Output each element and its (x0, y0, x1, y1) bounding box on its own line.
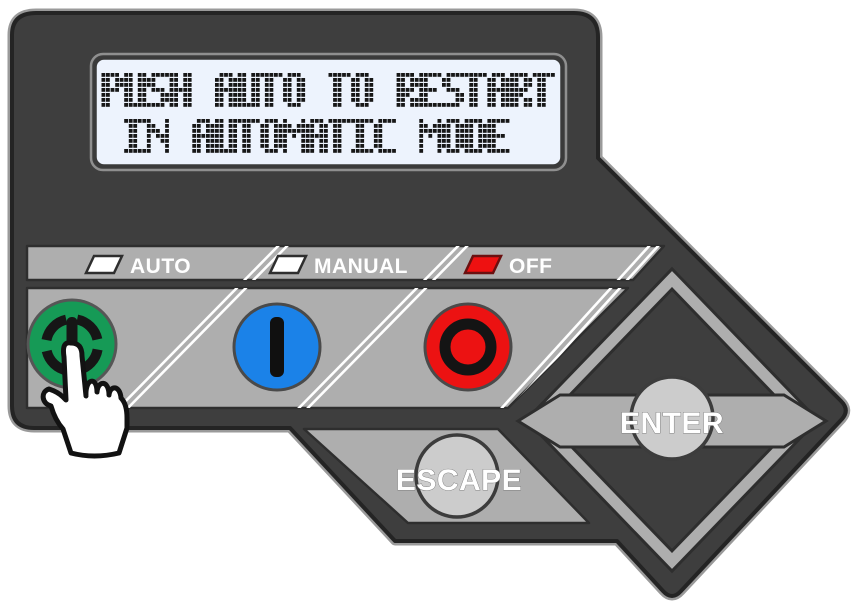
manual-button[interactable] (232, 302, 322, 392)
off-lamp (463, 254, 503, 275)
off-button[interactable] (423, 302, 513, 392)
auto-lamp-label: AUTO (130, 255, 191, 278)
indicator-bar (25, 244, 666, 282)
on-bar-icon (270, 317, 284, 377)
keypad-ring (528, 271, 816, 569)
pointing-hand-cursor (40, 340, 130, 459)
manual-lamp-label: MANUAL (314, 255, 408, 278)
power-restart-icon (41, 314, 103, 376)
off-button-face[interactable] (423, 302, 513, 392)
indicator-off: OFF (463, 254, 553, 278)
enter-key-label[interactable]: ENTER (620, 407, 724, 441)
manual-lamp (268, 254, 308, 275)
indicator-manual: MANUAL (268, 254, 408, 278)
lcd-outer-rim (89, 52, 568, 172)
escape-key[interactable] (414, 433, 500, 519)
stop-ring-icon (439, 318, 497, 376)
enter-keypad: ENTER (515, 266, 829, 574)
escape-key-label[interactable]: ESCAPE (395, 464, 522, 498)
off-lamp-label: OFF (509, 255, 553, 278)
lcd-text (101, 73, 555, 153)
indicator-auto: AUTO (84, 254, 191, 278)
escape-keypad: ESCAPE (302, 427, 591, 525)
auto-lamp (84, 254, 124, 275)
enter-key[interactable] (629, 375, 715, 461)
cell-separators (114, 246, 660, 408)
